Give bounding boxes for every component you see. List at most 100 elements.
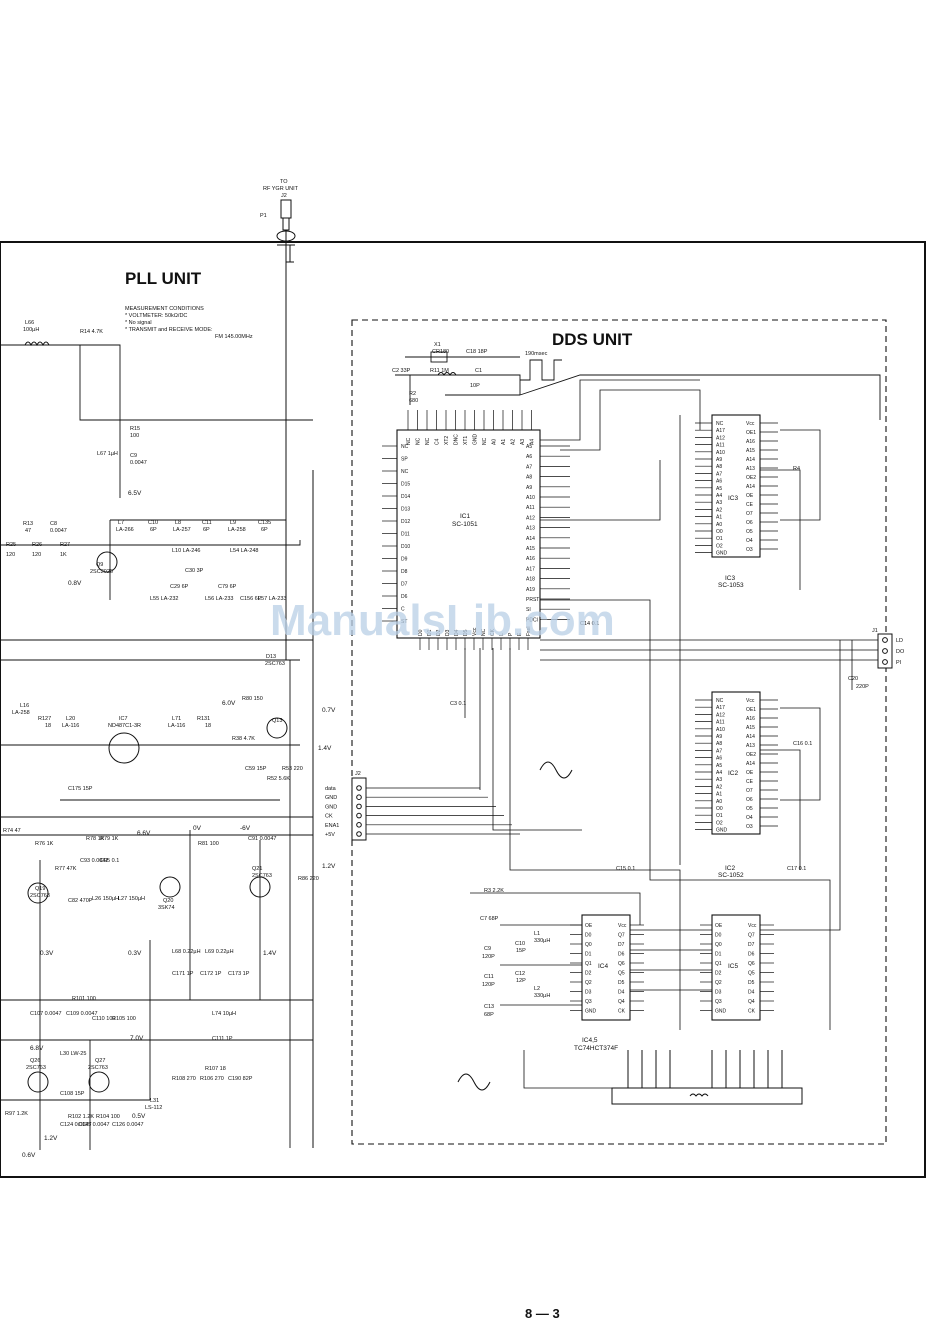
ic45-ref: IC4,5	[582, 1037, 598, 1044]
rom-pin-label: O7	[746, 511, 753, 517]
svg-text:R14 4.7K: R14 4.7K	[80, 329, 103, 335]
latch-pin-label: D7	[618, 942, 625, 948]
ic3-pins: NCA17A12A11A10A9A8A7A6A5A4A3A2A1A0O0O1O2…	[695, 421, 778, 557]
j2-pin-label: ENA1	[325, 823, 339, 829]
svg-text:L74 10µH: L74 10µH	[212, 1011, 236, 1017]
rom-pin-label: O0	[716, 806, 723, 812]
svg-text:L54 LA-248: L54 LA-248	[230, 548, 258, 554]
svg-text:C8: C8	[50, 521, 57, 527]
ic1-pin-label: P	[508, 632, 514, 636]
ic1-pin-label: C4	[435, 438, 441, 445]
rom-pin-label: A16	[746, 439, 755, 445]
rom-pin-label: O0	[716, 529, 723, 535]
latch-pin-label: D4	[748, 990, 755, 996]
svg-text:C1: C1	[475, 368, 482, 374]
svg-text:7.0V: 7.0V	[130, 1035, 144, 1042]
pll-condition-3: * TRANSMIT and RECEIVE MODE:	[125, 327, 213, 333]
svg-text:C109 0.0047: C109 0.0047	[66, 1011, 98, 1017]
svg-text:LD: LD	[896, 638, 903, 644]
svg-text:IC2: IC2	[725, 865, 736, 872]
coax-connector	[276, 199, 296, 660]
ic1-pin-label: NC	[416, 437, 422, 445]
svg-text:C3 0.1: C3 0.1	[450, 701, 466, 707]
pll-condition-2: * No signal	[125, 320, 152, 326]
ic1-pin-label: D10	[401, 544, 410, 550]
rom-pin-label: OE1	[746, 707, 756, 713]
svg-text:R131: R131	[197, 716, 210, 722]
svg-text:2SC763: 2SC763	[88, 1065, 108, 1071]
rom-pin-label: O2	[716, 820, 723, 826]
j2-pin-label: GND	[325, 804, 337, 810]
rom-pin-label: CE	[746, 779, 754, 785]
svg-text:L55 LA-232: L55 LA-232	[150, 596, 178, 602]
svg-text:R4: R4	[793, 466, 800, 472]
j2-pin-dot	[356, 831, 362, 837]
svg-text:L10 LA-246: L10 LA-246	[172, 548, 200, 554]
svg-text:C14 0.1: C14 0.1	[580, 621, 599, 627]
svg-text:C95 0.1: C95 0.1	[100, 858, 119, 864]
svg-text:C2 33P: C2 33P	[392, 368, 411, 374]
j2-pin-label: +5V	[325, 832, 335, 838]
rom-pin-label: A9	[716, 734, 722, 740]
pll-transistors	[27, 551, 288, 1093]
svg-text:15P: 15P	[516, 948, 526, 954]
rom-pin-label: A0	[716, 799, 722, 805]
ic1-pin-label: A5	[526, 444, 532, 450]
ic1-pin-label: A0	[492, 439, 498, 445]
ic2-pins: NCA17A12A11A10A9A8A7A6A5A4A3A2A1A0O0O1O2…	[695, 698, 778, 834]
ic1-pin-label: A12	[526, 515, 535, 521]
ic1-pin-label: D8	[401, 569, 408, 575]
ic1-pin-label: D14	[401, 494, 410, 500]
svg-text:R104 100: R104 100	[96, 1114, 120, 1120]
pll-title: PLL UNIT	[125, 269, 202, 288]
rom-pin-label: A12	[716, 435, 725, 441]
page-number: 8 — 3	[525, 1306, 560, 1321]
svg-text:3SK74: 3SK74	[158, 905, 175, 911]
ic1-pin-label: D2	[436, 629, 442, 636]
svg-text:C107 0.0047: C107 0.0047	[30, 1011, 62, 1017]
rom-pin-label: A4	[716, 493, 722, 499]
svg-text:R11 1M: R11 1M	[430, 368, 449, 374]
svg-text:6P: 6P	[261, 527, 268, 533]
svg-text:C175 15P: C175 15P	[68, 786, 93, 792]
ic1-pin-label: NC	[406, 437, 412, 445]
svg-text:120P: 120P	[482, 982, 495, 988]
pll-conditions-title: MEASUREMENT CONDITIONS	[125, 306, 204, 312]
to-label: TO	[280, 179, 288, 185]
svg-text:C110 100: C110 100	[92, 1016, 115, 1022]
latch-pin-label: Q2	[585, 980, 592, 986]
svg-text:0.5V: 0.5V	[132, 1113, 146, 1120]
svg-text:Q21: Q21	[252, 866, 262, 872]
ic5-pins: OED0Q0D1Q1D2Q2D3Q3GNDVccQ7D7D6Q6Q5D5D4Q4…	[700, 923, 774, 1015]
latch-pin-label: OE	[715, 923, 723, 929]
rom-pin-label: A15	[746, 725, 755, 731]
svg-text:C171 1P: C171 1P	[172, 971, 194, 977]
rom-pin-label: A0	[716, 522, 722, 528]
rom-pin-label: A15	[746, 448, 755, 454]
svg-text:R80 150: R80 150	[242, 696, 263, 702]
ic1-pin-label: A7	[526, 464, 532, 470]
svg-text:C11: C11	[202, 520, 212, 526]
schematic-frame	[0, 241, 926, 1178]
ic4-pins: OED0Q0D1Q1D2Q2D3Q3GNDVccQ7D7D6Q6Q5D5D4Q4…	[570, 923, 644, 1015]
rom-pin-label: A3	[716, 777, 722, 783]
latch-pin-label: GND	[715, 1009, 727, 1015]
j2-pin-label: data	[325, 786, 337, 792]
svg-text:C16 0.1: C16 0.1	[793, 741, 812, 747]
rom-pin-label: O5	[746, 529, 753, 535]
plug-p1-label: P1	[260, 213, 267, 219]
j2-pin-dot	[356, 812, 362, 819]
svg-text:LA-116: LA-116	[62, 723, 79, 729]
svg-text:L31: L31	[150, 1098, 159, 1104]
svg-text:R3 2.2K: R3 2.2K	[484, 888, 504, 894]
svg-text:2SC763: 2SC763	[30, 893, 50, 899]
svg-text:C91 0.0047: C91 0.0047	[248, 836, 276, 842]
ic1-pin-label: D11	[401, 532, 410, 538]
rom-pin-label: A7	[716, 471, 722, 477]
r4-network	[611, 1050, 803, 1105]
svg-text:18: 18	[205, 723, 211, 729]
rom-pin-label: A1	[716, 792, 722, 798]
rom-pin-label: OE2	[746, 475, 756, 481]
ic45-part: TC74HCT374F	[574, 1045, 618, 1052]
svg-text:C11: C11	[484, 974, 494, 980]
